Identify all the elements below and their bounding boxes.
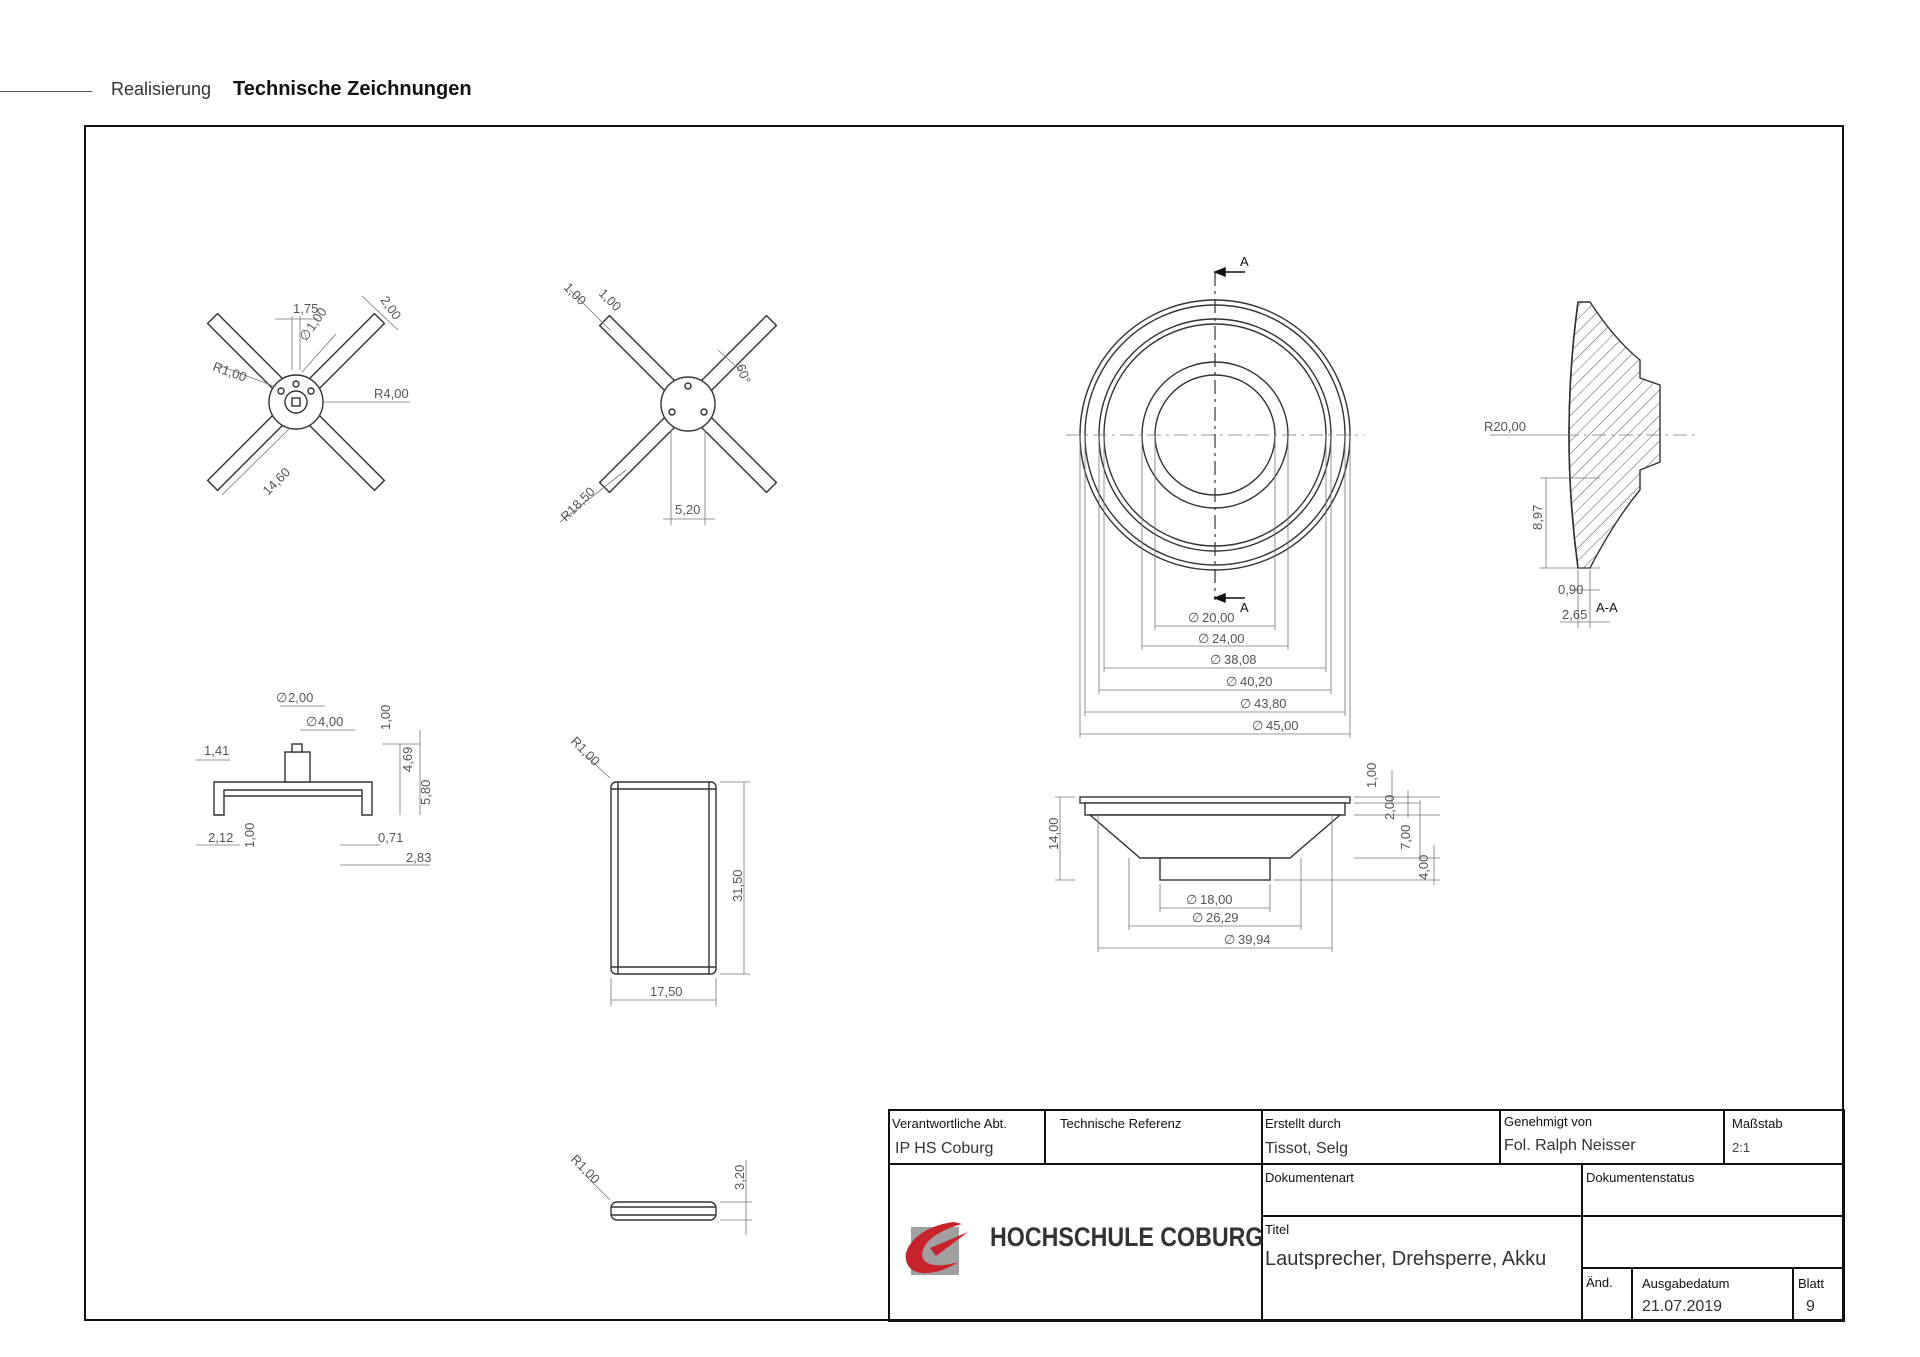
- view-cone-section: R20,00 8,97 0,90 2,65 A-A: [1484, 301, 1700, 628]
- view-star-rot: 1,00 1,00 60° R18,50 5,20: [558, 280, 778, 525]
- dim-cone-side-d2: 26,29: [1206, 910, 1239, 925]
- label-issue-date: Ausgabedatum: [1642, 1276, 1730, 1291]
- dim-star-rot-4: R18,50: [558, 484, 598, 524]
- dim-bracket-4: 1,00: [378, 705, 393, 730]
- dim-plate-front-1: R1,00: [568, 734, 603, 769]
- dim-cone-top-6: 45,00: [1266, 718, 1299, 733]
- view-cone-top: A A ∅20,00 ∅24,00 ∅38,08 ∅40,20 ∅43,80 ∅…: [1066, 254, 1364, 738]
- dim-bracket-5: 4,69: [400, 747, 415, 772]
- dim-bracket-1: 2,00: [288, 690, 313, 705]
- label-scale: Maßstab: [1732, 1116, 1783, 1131]
- label-sheet: Blatt: [1798, 1276, 1825, 1291]
- label-change: Änd.: [1586, 1275, 1613, 1290]
- cone-top-section-a-1: A: [1240, 254, 1249, 269]
- dim-cone-top-3: 38,08: [1224, 652, 1257, 667]
- label-responsible-dept: Verantwortliche Abt.: [892, 1116, 1007, 1131]
- dim-bracket-2: 4,00: [318, 714, 343, 729]
- dim-star-rot-1: 1,00: [561, 280, 590, 309]
- value-issue-date: 21.07.2019: [1642, 1298, 1723, 1315]
- view-plate-front: R1,00 31,50 17,50: [568, 734, 750, 1006]
- dim-cone-top-2-sym: ∅: [1198, 631, 1209, 646]
- header-section: Realisierung: [111, 79, 212, 99]
- dim-cone-section-2: 8,97: [1530, 505, 1545, 530]
- label-created-by: Erstellt durch: [1265, 1116, 1341, 1131]
- value-sheet: 9: [1806, 1298, 1815, 1315]
- dim-bracket-6: 5,80: [418, 780, 433, 805]
- dim-cone-top-6-sym: ∅: [1252, 718, 1263, 733]
- dim-cone-side-4: 4,00: [1416, 855, 1431, 880]
- dim-star-rot-2: 1,00: [596, 286, 625, 315]
- dim-cone-side-d2-sym: ∅: [1192, 910, 1203, 925]
- header-rule: [0, 91, 92, 92]
- value-responsible-dept: IP HS Coburg: [895, 1140, 994, 1157]
- label-document-type: Dokumentenart: [1265, 1170, 1354, 1185]
- dim-cone-side-d1: 18,00: [1200, 892, 1233, 907]
- dim-bracket-7: 1,00: [242, 823, 257, 848]
- dim-plate-front-3: 17,50: [650, 984, 683, 999]
- dim-cone-top-3-sym: ∅: [1210, 652, 1221, 667]
- dim-star-top-5: R4,00: [374, 386, 409, 401]
- dim-cone-side-d3: 39,94: [1238, 932, 1271, 947]
- label-title: Titel: [1265, 1222, 1290, 1237]
- value-scale: 2:1: [1732, 1140, 1751, 1155]
- dim-cone-top-4: 40,20: [1240, 674, 1273, 689]
- view-cone-side: 1,00 2,00 7,00 4,00 14,00 ∅18,00 ∅26,29 …: [1046, 763, 1440, 952]
- dim-bracket-2-sym: ∅: [306, 714, 317, 729]
- view-star-top: 1,75 2,00 ∅1,00 R1,00 R4,00 14,60: [206, 293, 410, 499]
- dim-cone-side-d1-sym: ∅: [1186, 892, 1197, 907]
- dim-cone-section-3: 0,90: [1558, 582, 1583, 597]
- dim-cone-side-2: 2,00: [1382, 795, 1397, 820]
- dim-plate-side-1: R1,00: [568, 1152, 603, 1187]
- dim-bracket-8: 2,12: [208, 830, 233, 845]
- label-approved-by: Genehmigt von: [1504, 1114, 1593, 1129]
- dim-cone-section-1: R20,00: [1484, 419, 1526, 434]
- dim-star-top-6: 14,60: [260, 465, 294, 499]
- value-created-by: Tissot, Selg: [1265, 1140, 1348, 1157]
- view-plate-side: R1,00 3,20: [568, 1152, 752, 1235]
- label-document-status: Dokumentenstatus: [1586, 1170, 1695, 1185]
- dim-bracket-9: 0,71: [378, 830, 403, 845]
- hochschule-coburg-logo-mark: [905, 1222, 968, 1275]
- dim-star-top-2: 2,00: [378, 293, 405, 322]
- dim-cone-top-5: 43,80: [1254, 696, 1287, 711]
- dim-cone-top-1-sym: ∅: [1188, 610, 1199, 625]
- dim-cone-side-1: 1,00: [1364, 763, 1379, 788]
- cone-top-section-a-2: A: [1240, 600, 1249, 615]
- dim-bracket-10: 2,83: [406, 850, 431, 865]
- dim-star-rot-5: 5,20: [675, 502, 700, 517]
- dim-star-rot-3: 60°: [733, 362, 754, 386]
- dim-cone-side-d3-sym: ∅: [1224, 932, 1235, 947]
- value-title: Lautsprecher, Drehsperre, Akku: [1265, 1248, 1547, 1270]
- value-approved-by: Fol. Ralph Neisser: [1504, 1137, 1636, 1154]
- logo-wordmark: HOCHSCHULE COBURG: [990, 1222, 1264, 1252]
- cone-section-label: A-A: [1596, 600, 1618, 615]
- label-tech-reference: Technische Referenz: [1060, 1116, 1182, 1131]
- dim-cone-top-2: 24,00: [1212, 631, 1245, 646]
- dim-cone-side-3: 7,00: [1398, 825, 1413, 850]
- dim-bracket-3: 1,41: [204, 743, 229, 758]
- dim-cone-top-1: 20,00: [1202, 610, 1235, 625]
- header-title: Technische Zeichnungen: [233, 78, 472, 100]
- dim-cone-top-5-sym: ∅: [1240, 696, 1251, 711]
- dim-plate-front-2: 31,50: [730, 869, 745, 902]
- dim-star-top-1: 1,75: [293, 301, 318, 316]
- dim-cone-side-5: 14,00: [1046, 817, 1061, 850]
- dim-bracket-1-sym: ∅: [276, 690, 287, 705]
- dim-star-top-4: R1,00: [211, 359, 249, 385]
- dim-cone-top-4-sym: ∅: [1226, 674, 1237, 689]
- dim-plate-side-2: 3,20: [732, 1165, 747, 1190]
- view-bracket: ∅2,00 ∅4,00 1,41 1,00 4,69 5,80 1,00 2,1…: [196, 690, 433, 866]
- title-block-grid: [888, 1109, 1845, 1322]
- dim-cone-section-4: 2,65: [1562, 607, 1587, 622]
